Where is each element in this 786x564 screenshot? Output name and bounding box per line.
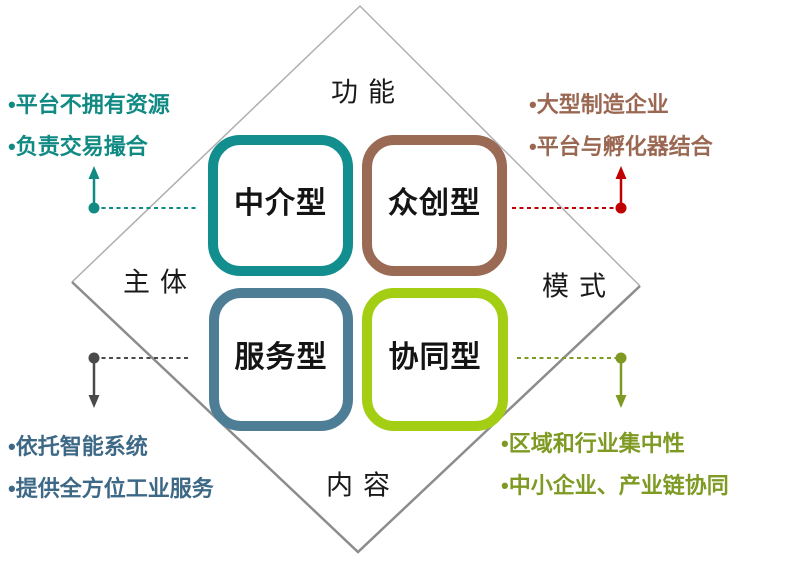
annotation-line: •依托智能系统 [8,434,148,459]
quadrant-label: 众创型 [388,186,481,220]
top-left-arrow-dot [88,202,100,214]
quadrant-box-mediator: 中介型 [208,135,353,276]
top-right-arrow-dot [615,202,627,214]
annotation-top-right: •大型制造企业 •平台与孵化器结合 [529,84,713,168]
diamond-outline-bottom [71,281,641,554]
annotation-top-left: •平台不拥有资源 •负责交易撮合 [8,84,170,168]
quadrant-label: 中介型 [234,186,327,220]
quadrant-label: 服务型 [234,340,328,374]
top-left-arrow-head-icon [88,166,100,179]
axis-label-left: 主体 [123,267,197,299]
bottom-left-arrow-head-icon [88,395,100,408]
annotation-line: •中小企业、产业链协同 [501,473,729,498]
axis-label-top: 功能 [331,77,405,109]
annotation-line: •负责交易撮合 [8,134,148,159]
annotation-bottom-left: •依托智能系统 •提供全方位工业服务 [8,426,214,510]
bottom-right-arrow-dot [615,352,627,364]
quadrant-box-collaborative: 协同型 [362,288,508,431]
top-right-arrow-head-icon [615,166,627,179]
quadrant-box-service: 服务型 [209,288,353,431]
diamond-outline-top [71,4,641,287]
annotation-bottom-right: •区域和行业集中性 •中小企业、产业链协同 [501,423,729,507]
quadrant-label: 协同型 [388,340,482,374]
annotation-line: •平台不拥有资源 [8,92,170,117]
axis-label-bottom: 内容 [326,470,400,502]
bottom-left-arrow-dot [88,352,100,364]
annotation-line: •提供全方位工业服务 [8,476,214,501]
bottom-right-arrow-head-icon [615,395,627,408]
annotation-line: •平台与孵化器结合 [529,134,713,159]
annotation-line: •大型制造企业 [529,92,669,117]
quadrant-box-crowd-creation: 众创型 [362,135,507,276]
annotation-line: •区域和行业集中性 [501,431,685,456]
axis-label-right: 模式 [542,271,616,303]
